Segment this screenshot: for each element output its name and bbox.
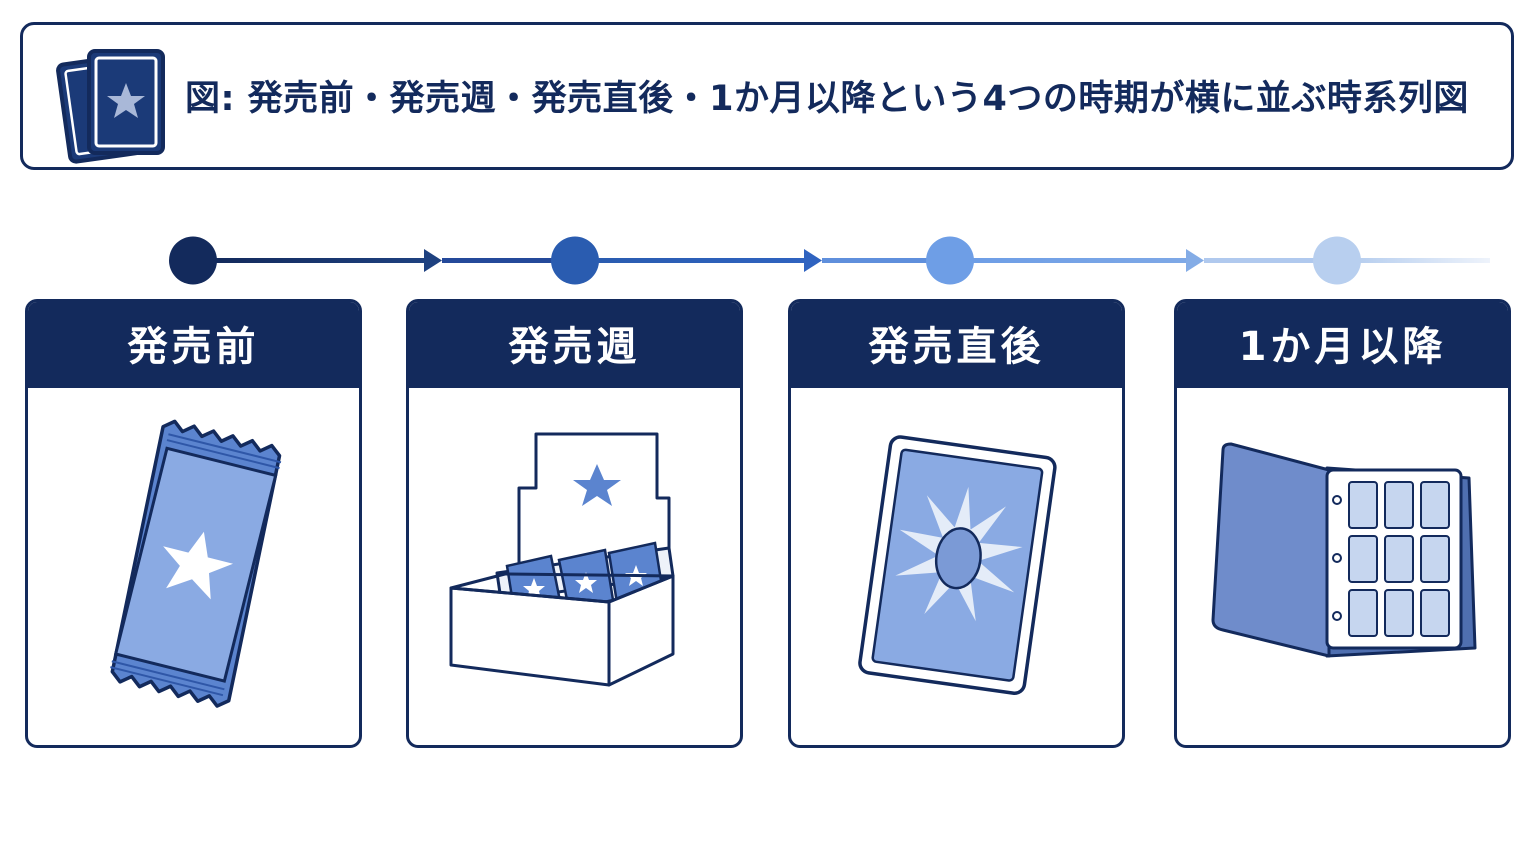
holo-card-icon xyxy=(858,435,1057,696)
timeline-line-1 xyxy=(215,258,425,263)
booster-pack-icon xyxy=(110,419,282,708)
timeline-line-4 xyxy=(1360,258,1490,263)
timeline-line-2 xyxy=(598,258,806,263)
card-binder-icon xyxy=(1211,442,1477,658)
title-box: 図: 発売前・発売週・発売直後・1か月以降という4つの時期が横に並ぶ時系列図 xyxy=(20,22,1514,170)
stage-label-3: 発売直後 xyxy=(791,302,1122,388)
timeline-line-3b xyxy=(1204,258,1316,263)
timeline-dot-4 xyxy=(1313,236,1361,285)
timeline-dot-2 xyxy=(551,236,599,285)
timeline-arrow-1 xyxy=(424,249,442,272)
timeline-line-2b xyxy=(822,258,927,263)
timeline-line-1b xyxy=(442,258,552,263)
stage-card-3: 発売直後 xyxy=(788,299,1125,748)
stage-card-1: 発売前 xyxy=(25,299,362,748)
stage-label-1: 発売前 xyxy=(28,302,359,388)
timeline xyxy=(169,236,1490,285)
stage-label-2: 発売週 xyxy=(409,302,740,388)
stage-card-4: 1か月以降 xyxy=(1174,299,1511,748)
timeline-dot-3 xyxy=(926,236,974,285)
timeline-arrow-3 xyxy=(1186,249,1204,272)
booster-box-icon xyxy=(449,432,675,687)
timeline-dot-1 xyxy=(169,236,217,285)
page-title: 図: 発売前・発売週・発売直後・1か月以降という4つの時期が横に並ぶ時系列図 xyxy=(185,79,1469,119)
stage-label-4: 1か月以降 xyxy=(1177,302,1508,388)
stage-card-2: 発売週 xyxy=(406,299,743,748)
trading-cards-icon xyxy=(56,49,165,164)
timeline-arrow-2 xyxy=(804,249,822,272)
timeline-line-3 xyxy=(972,258,1187,263)
